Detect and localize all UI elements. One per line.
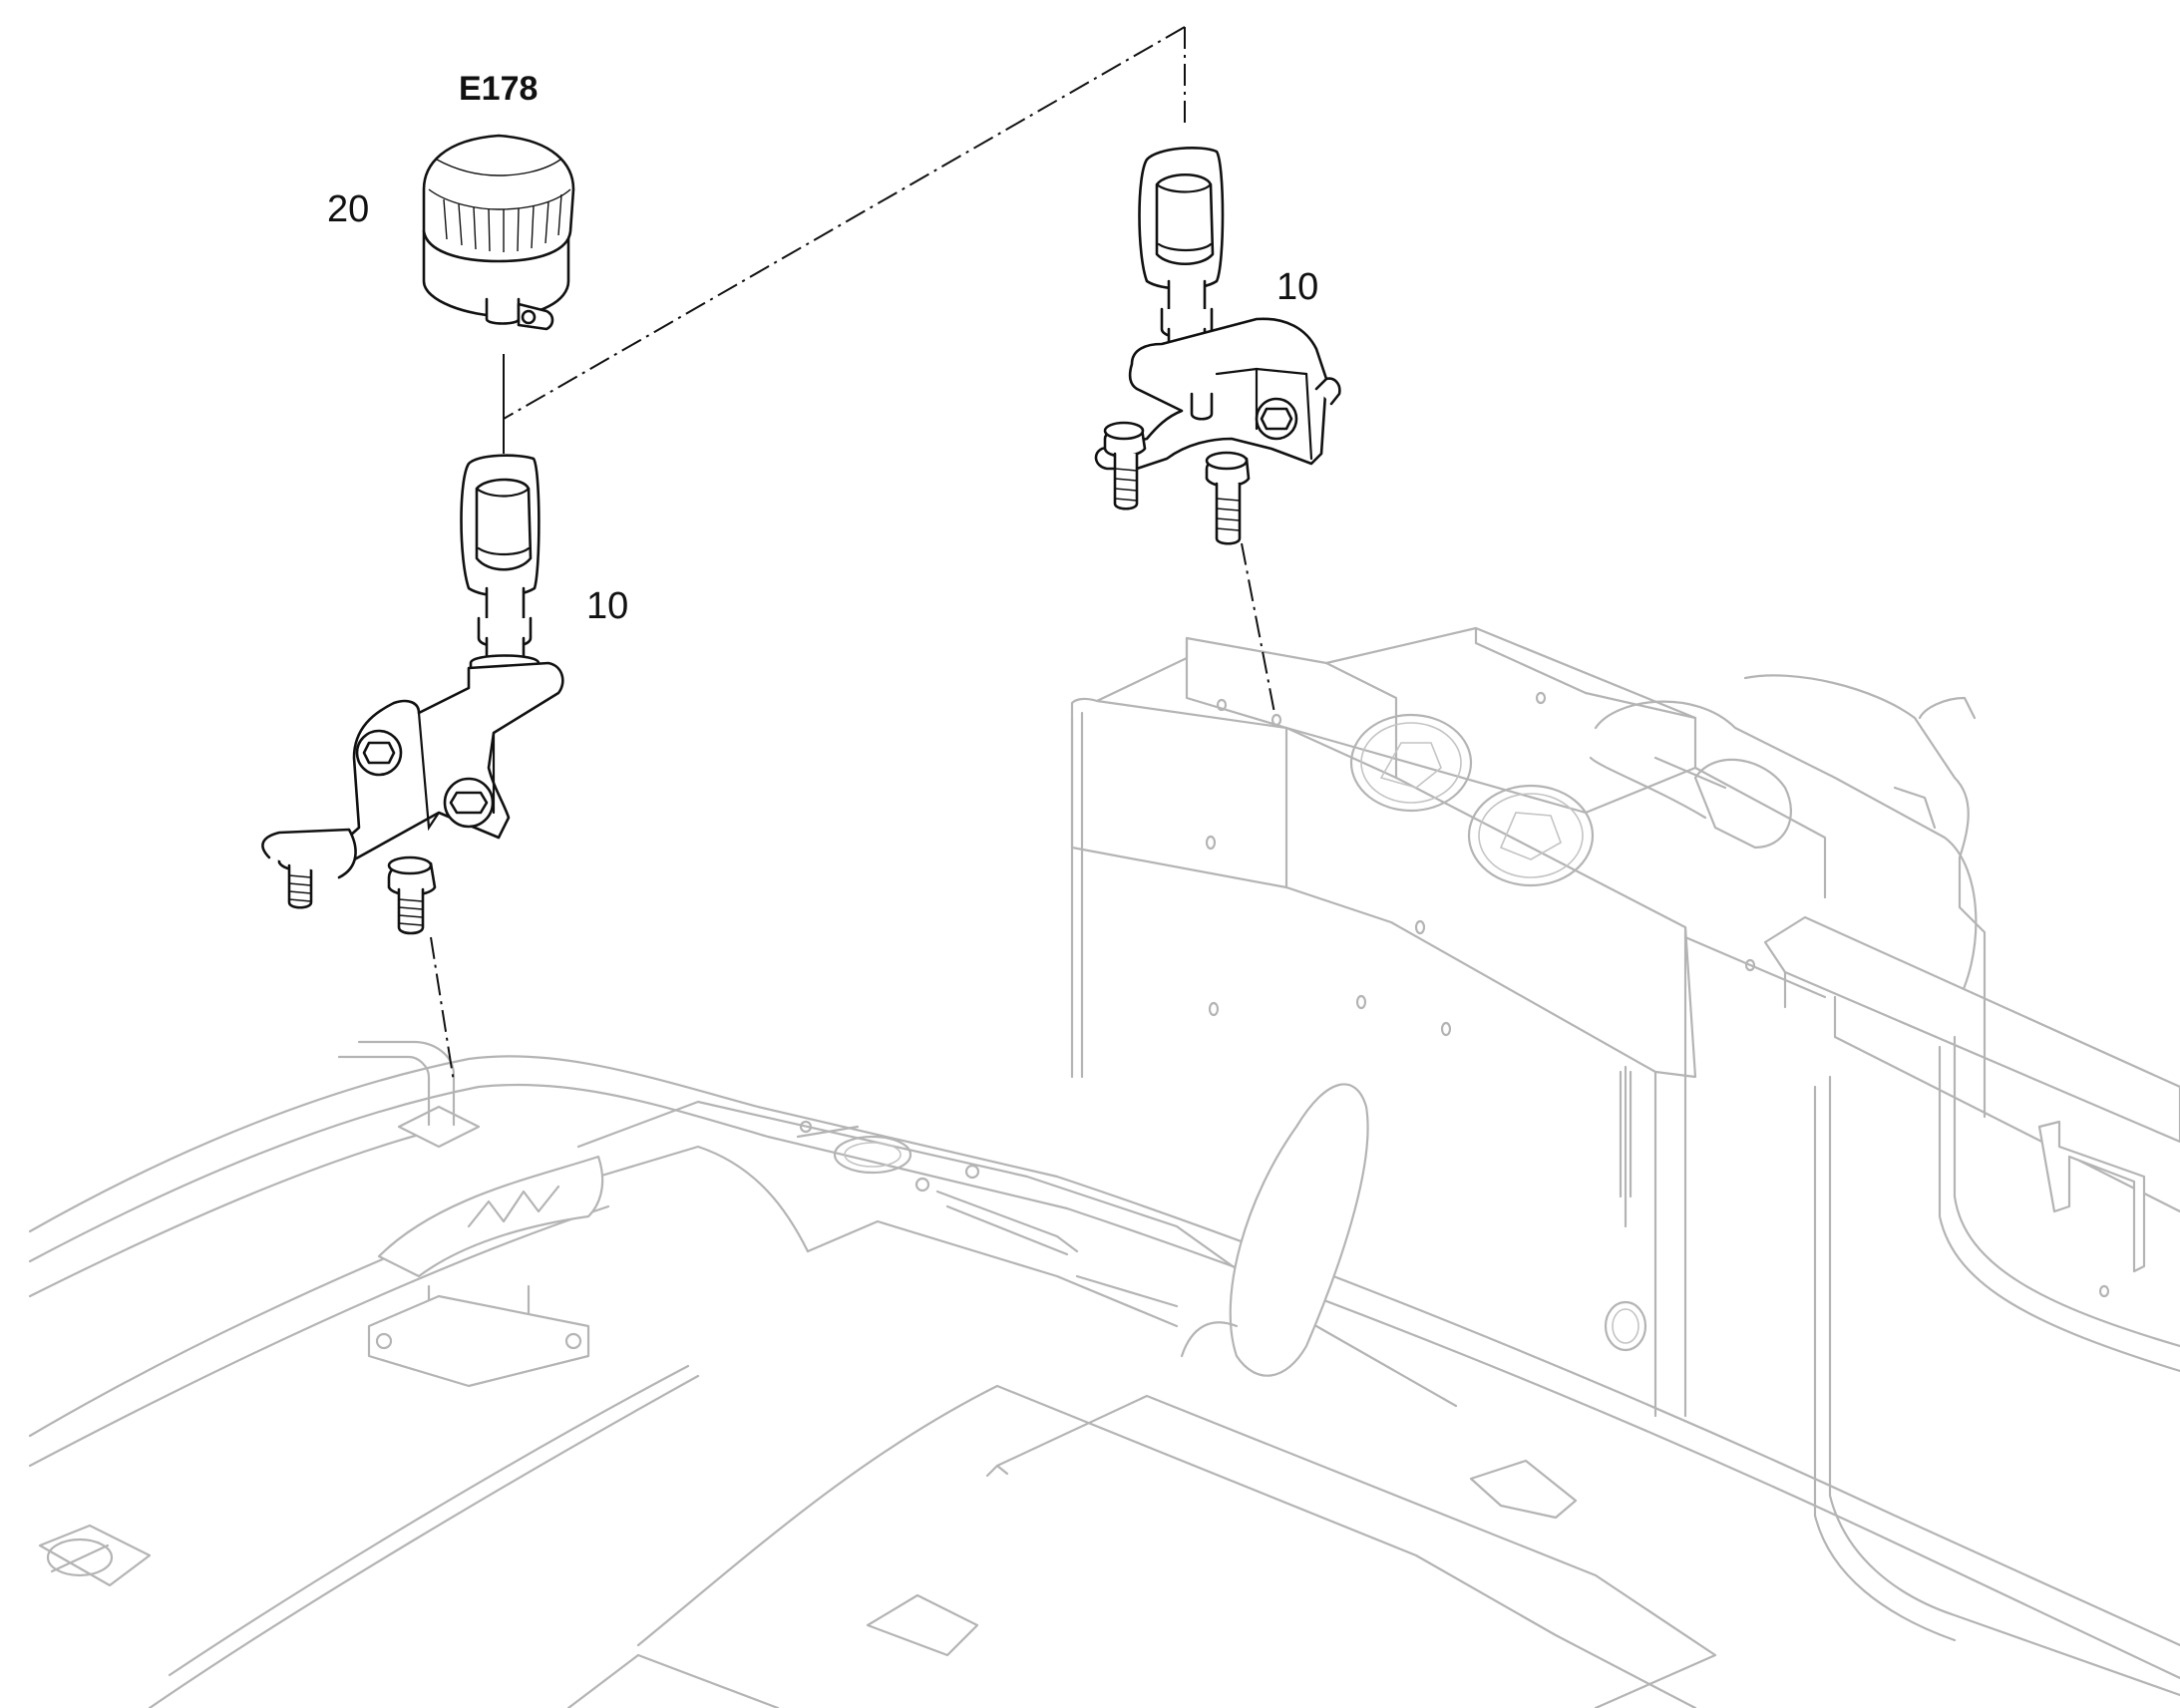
left-bracket-item-number: 10 [586, 585, 628, 627]
beacon-item-number: 20 [327, 188, 369, 230]
beacon-mount-bracket-left [261, 454, 564, 935]
machine-body-background [28, 626, 2180, 1708]
assembly-leader-lines [430, 26, 1275, 1083]
beacon-mount-bracket-right [1094, 146, 1341, 545]
rotating-beacon [422, 134, 575, 331]
right-bracket-item-number: 10 [1276, 266, 1318, 308]
component-code-label: E178 [459, 70, 538, 108]
